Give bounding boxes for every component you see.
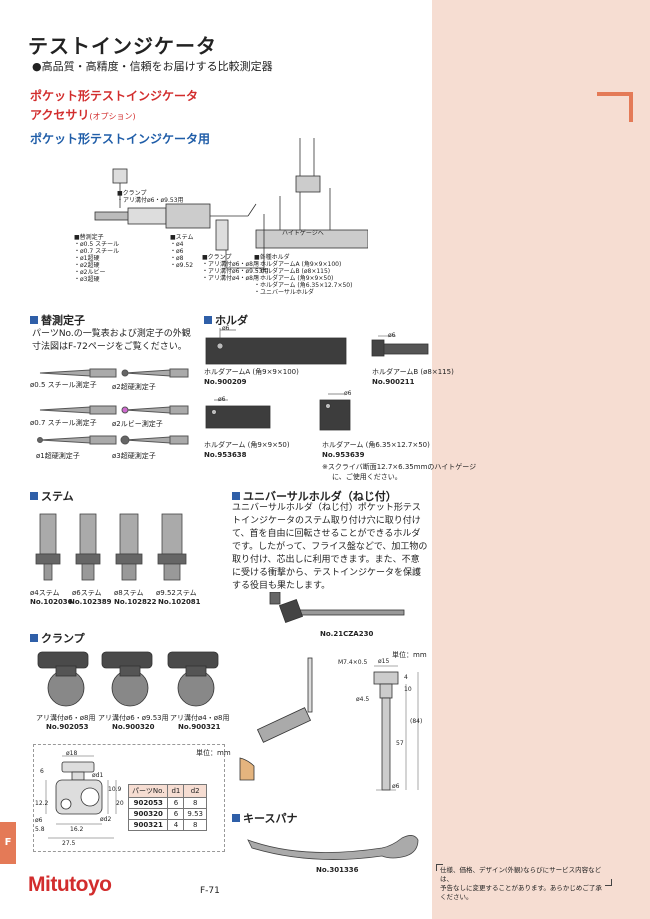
contact-label-3: ø0.7 スチール測定子 (30, 419, 97, 427)
stem-no-3: No.102822 (114, 598, 157, 606)
holder-name-2: ホルダアームB (ø8×115) (372, 368, 454, 376)
stems-heading: ステム (30, 488, 74, 504)
holder-no-4: No.953639 (322, 451, 365, 459)
contacts-illustration (37, 368, 189, 445)
clamp-no-3: No.900321 (178, 723, 221, 731)
clamps-heading: クランプ (30, 630, 85, 646)
spanner-no: No.301336 (316, 866, 359, 874)
dim-84: (84) (410, 718, 423, 725)
clamp-name-1: アリ溝付ø6・ø8用 (36, 714, 96, 722)
holder-no-3: No.953638 (204, 451, 247, 459)
page-title: テストインジケータ (28, 34, 217, 58)
holder-dim-b: ø6 (388, 332, 396, 339)
table-header: d2 (183, 784, 207, 798)
stem-name-4: ø9.52ステム (156, 589, 197, 597)
clamp-dim-275: 27.5 (62, 840, 76, 847)
dim-d45: ø4.5 (356, 696, 370, 703)
accessory-note: (オプション) (89, 112, 136, 121)
clamp-dim-109: 10.9 (108, 786, 122, 793)
contact-label-4: ø2ルビー測定子 (112, 420, 163, 428)
clamp-dim-20: 20 (116, 800, 124, 807)
holder-dim-a: ø6 (222, 325, 230, 332)
table-header: パーツNo. (127, 784, 169, 798)
corner-mark (597, 92, 633, 122)
clamp-name-2: アリ溝付ø6・ø9.53用 (98, 714, 169, 722)
contact-label-2: ø2超硬測定子 (112, 383, 156, 391)
spanner-illustration (247, 835, 419, 860)
accessory-heading: アクセサリ(オプション) (30, 108, 136, 122)
universal-no: No.21CZA230 (320, 630, 374, 638)
universal-unit: 単位：mm (392, 651, 427, 659)
table-row: 900321 4 8 (127, 819, 207, 831)
holders-illustration (205, 328, 429, 431)
universal-heading: ユニバーサルホルダ（ねじ付） (232, 488, 397, 504)
contact-label-6: ø3超硬測定子 (112, 452, 156, 460)
clamp-no-1: No.902053 (46, 723, 89, 731)
overview-stem-list: ■ステム ・ø4 ・ø6 ・ø8 ・ø9.52 (170, 234, 194, 269)
universal-holder-illustration (269, 592, 405, 624)
clamp-dimension-box (33, 744, 225, 852)
holder-note: ※スクライバ断面12.7×6.35mmのハイトゲージ に、ご使用ください。 (322, 463, 477, 481)
dim-57: 57 (396, 740, 404, 747)
dim-d15: ø15 (378, 658, 390, 665)
table-row: 902053 6 8 (127, 797, 207, 809)
holder-dim-d: ø6 (344, 390, 352, 397)
overview-contact-list: ■替測定子 ・ø0.5 スチール ・ø0.7 スチール ・ø1超硬 ・ø2超硬 … (74, 234, 120, 283)
contact-label-1: ø0.5 スチール測定子 (30, 381, 97, 389)
dim-thread: M7.4×0.5 (338, 659, 368, 666)
clamp-name-3: アリ溝付ø4・ø8用 (170, 714, 230, 722)
holders-heading: ホルダ (204, 312, 248, 328)
clamp-dim-d2: ød2 (100, 816, 112, 823)
universal-dimension-drawing (239, 657, 419, 791)
overview-clamp-list: ■クランプ ・アリ溝付ø6・ø8用 ・アリ溝付ø6・ø9.53用 ・アリ溝付ø4… (202, 254, 269, 282)
dim-4: 4 (404, 674, 408, 681)
holder-name-4: ホルダアーム (角6.35×12.7×50) (322, 441, 430, 449)
product-heading: ポケット形テストインジケータ (30, 89, 199, 103)
section-tab: F (0, 822, 16, 864)
clamp-dim-d1: ød1 (92, 772, 104, 779)
dim-10: 10 (404, 686, 412, 693)
universal-description: ユニバーサルホルダ（ねじ付）ポケット形テストインジケータのステム取り付け穴に取り… (232, 503, 428, 591)
clamp-dim-122: 12.2 (35, 800, 49, 807)
dim-d6: ø6 (392, 783, 400, 790)
clamps-illustration (37, 651, 219, 707)
page-subtitle: ●高品質・高精度・信頼をお届けする比較測定器 (32, 60, 273, 73)
clamp-dim-6: 6 (40, 768, 44, 775)
holder-no-2: No.900211 (372, 378, 415, 386)
page-number: F-71 (200, 886, 220, 896)
stem-name-2: ø6ステム (72, 589, 102, 597)
holder-name-3: ホルダアーム (角9×9×50) (204, 441, 290, 449)
overview-holder-list: ■各種ホルダ ・ホルダアームA (角9×9×100) ・ホルダアームB (ø8×… (254, 254, 353, 296)
clamp-dim-d6: ø6 (35, 817, 43, 824)
holder-dim-c: ø6 (218, 396, 226, 403)
clamp-dim-162: 16.2 (70, 826, 84, 833)
stem-no-4: No.102081 (158, 598, 201, 606)
contacts-description: パーツNo.の一覧表および測定子の外観寸法図はF-72ページをご覧ください。 (32, 329, 191, 352)
clamp-dimension-drawing (45, 755, 117, 839)
stems-illustration (35, 513, 187, 581)
clamp-dim-58: 5.8 (35, 826, 45, 833)
right-color-band (432, 0, 650, 919)
stem-name-1: ø4ステム (30, 589, 60, 597)
holder-no-1: No.900209 (204, 378, 247, 386)
stem-no-1: No.102036 (30, 598, 73, 606)
height-gauge-label: ハイトゲージへ (282, 230, 324, 237)
stem-name-3: ø8ステム (114, 589, 144, 597)
clamp-no-2: No.900320 (112, 723, 155, 731)
table-row: 900320 6 9.53 (127, 808, 207, 820)
clamp-spec-table: パーツNo. d1 d2 902053 6 8 900320 6 9.53 90… (127, 784, 207, 831)
contact-label-5: ø1超硬測定子 (36, 452, 80, 460)
for-label: ポケット形テストインジケータ用 (30, 132, 211, 146)
holder-name-1: ホルダアームA (角9×9×100) (204, 368, 299, 376)
spanner-heading: キースパナ (232, 810, 297, 826)
clamp-unit: 単位：mm (196, 749, 231, 757)
stem-no-2: No.102389 (69, 598, 112, 606)
overview-diagram (94, 138, 368, 269)
mitutoyo-logo: Mitutoyo (28, 873, 112, 896)
clamp-dim-d18: ø18 (66, 750, 78, 757)
disclaimer-note: 仕様、価格、デザイン(外観)ならびにサービス内容などは、 予告なしに変更すること… (436, 864, 612, 901)
overview-clamp-label: ■クランプ ・アリ溝付ø6・ø9.53用 (117, 190, 184, 204)
table-header: d1 (167, 784, 185, 798)
contacts-heading: 替測定子 (30, 312, 85, 328)
